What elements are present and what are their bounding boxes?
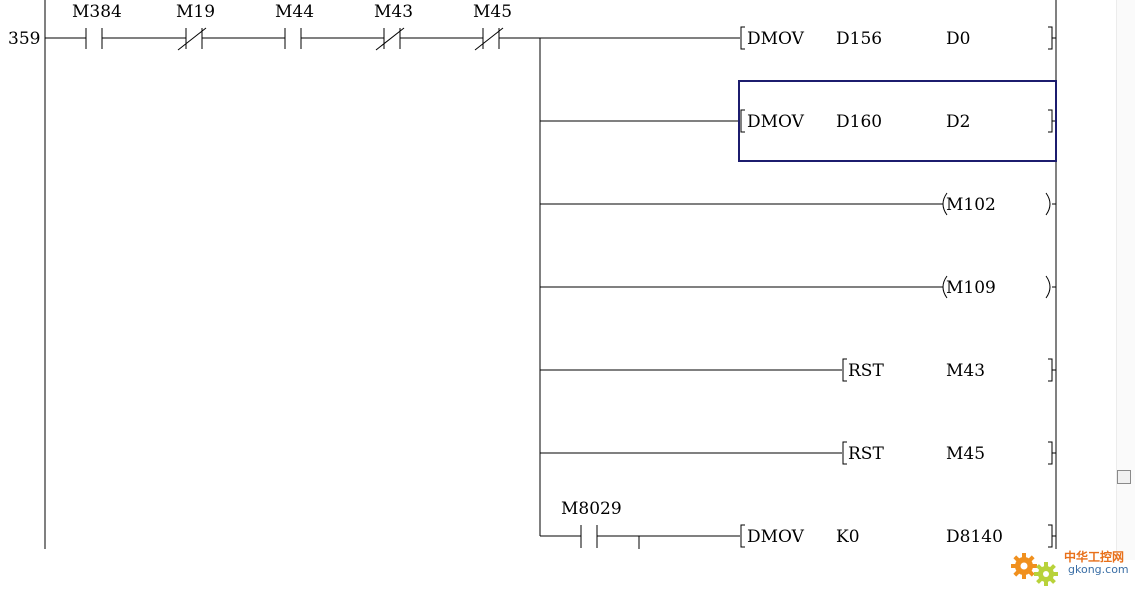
instruction-rst-m45[interactable]: RST M45 <box>842 441 1056 465</box>
gear-icon <box>1011 553 1058 586</box>
watermark-title: 中华工控网 <box>1064 550 1125 564</box>
contact-m43-nc[interactable]: M43 <box>374 2 413 51</box>
scrollbar-thumb[interactable] <box>1117 470 1131 484</box>
coil-m109-label: M109 <box>946 278 996 298</box>
instruction-dmov-d160-d2[interactable]: DMOV D160 D2 <box>740 109 1056 133</box>
row5-dst: M43 <box>946 361 985 381</box>
edit-cursor[interactable] <box>738 80 1057 162</box>
watermark-url: gkong.com <box>1068 563 1129 576</box>
watermark-logo: 中华工控网 gkong.com <box>1008 548 1138 590</box>
coil-m109[interactable]: M109 <box>942 275 1056 299</box>
row5-op: RST <box>848 361 884 381</box>
row1-op: DMOV <box>747 29 805 49</box>
contact-m43-label: M43 <box>374 2 413 22</box>
contact-m44-label: M44 <box>275 2 314 22</box>
instruction-dmov-d156-d0[interactable]: DMOV D156 D0 <box>740 26 1056 50</box>
row6-op: RST <box>848 444 884 464</box>
contact-m45-nc[interactable]: M45 <box>473 2 512 51</box>
coil-m102[interactable]: M102 <box>942 192 1056 216</box>
contact-m45-label: M45 <box>473 2 512 22</box>
step-number: 359 <box>8 29 40 49</box>
instruction-rst-m43[interactable]: RST M43 <box>842 358 1056 382</box>
row7-op: DMOV <box>747 527 805 547</box>
vertical-scrollbar[interactable] <box>1116 0 1135 560</box>
contact-m44[interactable]: M44 <box>275 2 314 49</box>
contact-m384[interactable]: M384 <box>72 2 122 49</box>
row7-src: K0 <box>836 527 860 547</box>
row1-src: D156 <box>836 29 882 49</box>
contact-m8029[interactable]: M8029 <box>561 499 622 548</box>
row6-dst: M45 <box>946 444 985 464</box>
contact-m8029-label: M8029 <box>561 499 622 519</box>
row2-dst: D2 <box>946 112 970 132</box>
contact-m19-label: M19 <box>176 2 215 22</box>
contact-m384-label: M384 <box>72 2 122 22</box>
row2-op: DMOV <box>747 112 805 132</box>
instruction-dmov-k0-d8140[interactable]: DMOV K0 D8140 <box>740 524 1056 548</box>
row1-dst: D0 <box>946 29 970 49</box>
contact-m19-nc[interactable]: M19 <box>176 2 215 51</box>
row7-dst: D8140 <box>946 527 1003 547</box>
coil-m102-label: M102 <box>946 195 996 215</box>
row2-src: D160 <box>836 112 882 132</box>
